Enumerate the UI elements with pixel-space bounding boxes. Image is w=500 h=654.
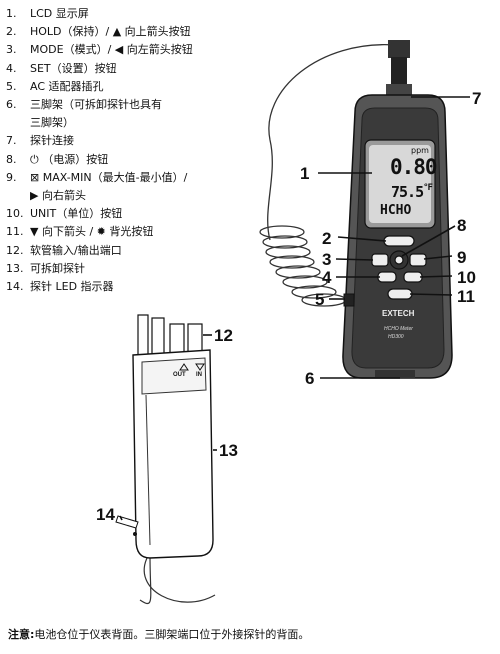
lcd-temperature: 75.5°F <box>391 183 433 201</box>
legend-item: 14. 探针 LED 指示器 <box>6 278 268 296</box>
legend-text: HOLD（保持）/ ▲ 向上箭头按钮 <box>30 25 191 39</box>
detachable-probe <box>115 314 214 559</box>
note-label: 注意 <box>8 628 30 641</box>
probe-connector-plug <box>386 40 412 98</box>
down-backlight-button <box>387 288 413 300</box>
legend-item: 7. 探针连接 <box>6 132 268 150</box>
legend-text: MODE（模式）/ ◀ 向左箭头按钮 <box>30 43 193 57</box>
legend-text: 探针连接 <box>30 134 74 148</box>
legend-item: 3. MODE（模式）/ ◀ 向左箭头按钮 <box>6 41 268 59</box>
callout-8: 8 <box>457 216 467 235</box>
legend-text: 三脚架（可拆卸探针也具有 <box>30 98 162 112</box>
legend-text: LCD 显示屏 <box>30 7 89 20</box>
legend-item: 5. AC 适配器插孔 <box>6 78 268 96</box>
callout-14: 14 <box>96 505 115 524</box>
legend-text: UNIT（单位）按钮 <box>30 207 123 221</box>
callout-7: 7 <box>472 89 482 108</box>
legend-text: 探针 LED 指示器 <box>30 280 114 294</box>
probe-cable-bottom <box>139 554 152 605</box>
callout-6: 6 <box>305 369 315 388</box>
legend-item: 三脚架） <box>6 114 268 132</box>
legend-number: 12. <box>6 243 24 257</box>
callout-13: 13 <box>219 441 238 460</box>
note-text: 电池仓位于仪表背面。三脚架端口位于外接探针的背面。 <box>34 628 310 641</box>
parts-legend: 1. LCD 显示屏 2. HOLD（保持）/ ▲ 向上箭头按钮 3. MODE（模式）/… <box>6 5 268 296</box>
legend-number: 11. <box>6 225 24 239</box>
legend-number: 1. <box>6 7 17 20</box>
legend-text: 可拆卸探针 <box>30 261 85 275</box>
legend-number: 4. <box>6 61 17 75</box>
probe-in-label: IN <box>196 372 202 378</box>
legend-item: 1. LCD 显示屏 <box>6 5 268 23</box>
lcd-gas: HCHO <box>380 203 412 218</box>
callout-3: 3 <box>322 250 332 269</box>
mode-left-button <box>371 253 389 267</box>
legend-number: 8. <box>6 152 17 166</box>
lcd-reading: 0.80 <box>390 155 438 179</box>
legend-number: 7. <box>6 134 17 148</box>
probe-out-label: OUT <box>173 372 186 378</box>
callout-1: 1 <box>300 164 310 183</box>
lcd-temp-value: 75.5 <box>391 183 424 201</box>
legend-number: 2. <box>6 25 17 39</box>
legend-text: ▶ 向右箭头 <box>30 189 86 203</box>
legend-text: ⏻ （电源）按钮 <box>30 152 109 166</box>
brand-logo: EXTECH <box>382 309 415 318</box>
legend-text: 三脚架） <box>30 116 74 130</box>
coiled-cable <box>259 225 347 307</box>
callout-4: 4 <box>322 268 332 287</box>
model-line-1: HCHO Meter <box>384 326 413 332</box>
unit-button <box>403 271 423 283</box>
max-min-right-button <box>409 253 427 267</box>
model-line-2: HD300 <box>388 334 404 340</box>
legend-text: 软管输入/输出端口 <box>30 243 122 257</box>
callout-11: 11 <box>457 287 475 306</box>
legend-item: 2. HOLD（保持）/ ▲ 向上箭头按钮 <box>6 23 268 41</box>
callout-5: 5 <box>315 290 325 309</box>
legend-text: AC 适配器插孔 <box>30 79 104 93</box>
legend-item: 4. SET（设置）按钮 <box>6 60 268 78</box>
callout-12: 12 <box>214 326 233 345</box>
legend-item: 10. UNIT（单位）按钮 <box>6 205 268 223</box>
callout-leaders <box>119 96 470 521</box>
legend-number: 13. <box>6 261 24 275</box>
lcd-unit: ppm <box>411 146 429 155</box>
hold-up-button <box>383 235 415 247</box>
lcd-temp-unit: °F <box>423 183 433 193</box>
legend-number: 10. <box>6 207 24 221</box>
lcd-display <box>364 139 436 229</box>
legend-item: ▶ 向右箭头 <box>6 187 268 205</box>
legend-number: 14. <box>6 280 24 294</box>
legend-number: 6. <box>6 98 17 112</box>
footnote: 注意:电池仓位于仪表背面。三脚架端口位于外接探针的背面。 <box>8 626 309 642</box>
legend-number: 9. <box>6 170 17 184</box>
legend-item: 13. 可拆卸探针 <box>6 260 268 278</box>
callout-2: 2 <box>322 229 332 248</box>
legend-item: 11. ▼ 向下箭头 / ✹ 背光按钮 <box>6 223 268 241</box>
legend-item: 9. ⊠ MAX-MIN（最大值-最小值）/ <box>6 169 268 187</box>
set-button <box>377 271 397 283</box>
legend-item: 8. ⏻ （电源）按钮 <box>6 151 268 169</box>
legend-text: SET（设置）按钮 <box>30 61 117 75</box>
legend-number: 3. <box>6 43 17 57</box>
callout-9: 9 <box>457 248 467 267</box>
legend-item: 12. 软管输入/输出端口 <box>6 242 268 260</box>
legend-item: 6. 三脚架（可拆卸探针也具有 <box>6 96 268 114</box>
note-colon: : <box>30 628 35 641</box>
legend-number: 5. <box>6 79 17 93</box>
meter-cable <box>267 44 396 241</box>
callout-10: 10 <box>457 268 476 287</box>
legend-text: ▼ 向下箭头 / ✹ 背光按钮 <box>30 225 154 239</box>
legend-text: ⊠ MAX-MIN（最大值-最小值）/ <box>30 170 188 184</box>
